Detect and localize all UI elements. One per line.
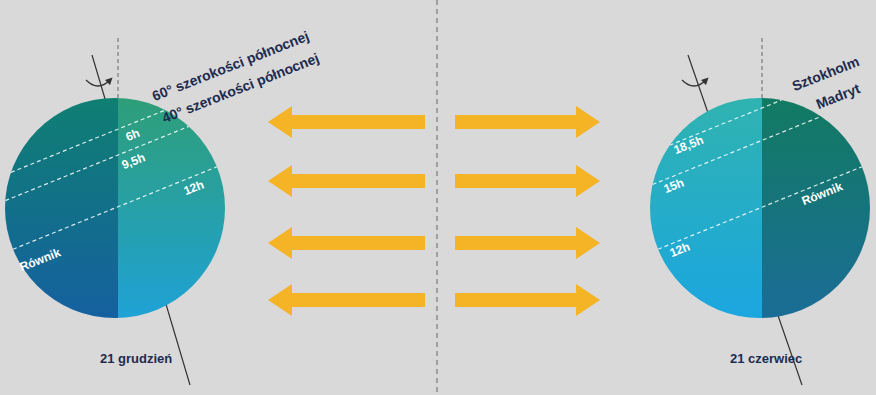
globe-half — [762, 98, 870, 318]
sunlight-arrow — [455, 284, 600, 316]
globe: SztokholmMadryt18,5h15h12hRównik21 czerw… — [650, 98, 870, 318]
globe-body — [650, 98, 870, 318]
sunlight-arrow — [268, 165, 425, 197]
city-label: Madryt — [814, 81, 862, 111]
globe-half — [5, 98, 118, 318]
globe-shape — [650, 98, 870, 318]
sunlight-arrow — [268, 227, 425, 259]
latitude-line — [13, 167, 217, 249]
globe-half — [650, 98, 762, 318]
latitude-line — [11, 110, 165, 172]
divider-line — [437, 0, 438, 395]
sunlight-arrows — [268, 106, 600, 316]
latitude-line — [658, 167, 862, 249]
date-label: 21 grudzień — [100, 352, 172, 365]
rotation-arrow — [682, 80, 706, 86]
date-label: 21 czerwiec — [730, 352, 802, 365]
vertical-reference — [762, 38, 763, 100]
vertical-reference — [118, 38, 119, 100]
globe-half — [118, 98, 225, 318]
globe-shape — [5, 98, 225, 318]
sunlight-arrow — [268, 106, 425, 138]
sunlight-arrow — [455, 106, 600, 138]
sunlight-arrow — [455, 227, 600, 259]
latitude-line — [653, 116, 821, 184]
sunlight-arrow — [455, 165, 600, 197]
rotation-arrow — [86, 80, 110, 86]
globe-body — [5, 98, 225, 318]
globe: 60° szerokości północnej40° szerokości p… — [5, 98, 225, 318]
sunlight-arrow — [268, 284, 425, 316]
latitude-line — [5, 126, 189, 200]
